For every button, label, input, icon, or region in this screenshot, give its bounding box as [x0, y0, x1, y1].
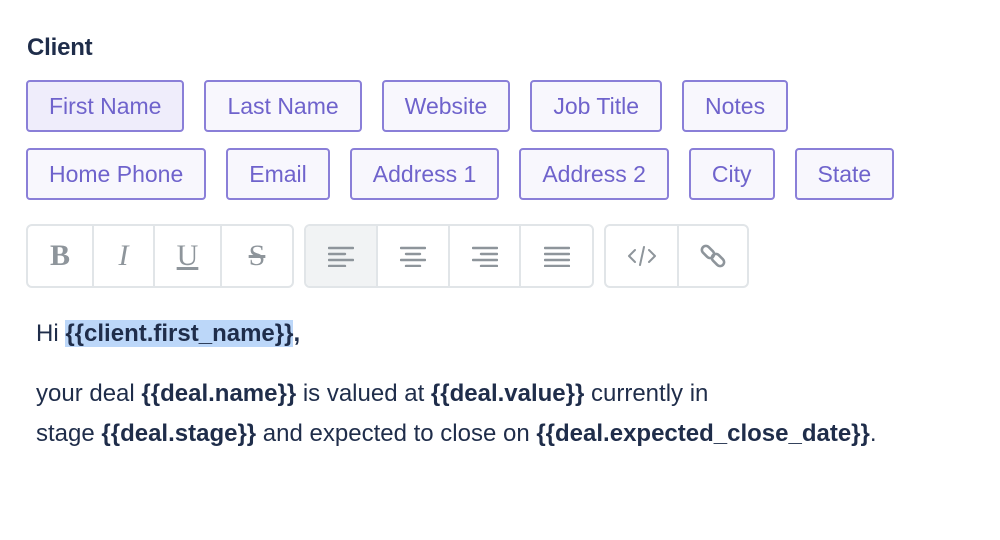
token-close-brace: }} [274, 320, 294, 347]
align-right-button[interactable] [450, 226, 521, 286]
field-chip-city[interactable]: City [688, 148, 775, 200]
field-chip-first-name[interactable]: First Name [26, 80, 185, 132]
field-chip-last-name[interactable]: Last Name [204, 80, 362, 132]
body-text: currently in [584, 380, 709, 407]
italic-icon: I [118, 239, 129, 272]
field-chip-email[interactable]: Email [226, 148, 330, 200]
greeting-text: Hi [36, 320, 66, 347]
alignment-group [304, 224, 594, 288]
field-chip-row-2: Home Phone Email Address 1 Address 2 Cit… [26, 148, 895, 200]
body-text: and expected to close on [256, 420, 537, 447]
italic-button[interactable]: I [94, 226, 155, 286]
link-button[interactable] [679, 226, 747, 286]
body-text: stage [36, 420, 102, 447]
section-title: Client [27, 34, 93, 61]
token-deal-name[interactable]: {{deal.name}} [141, 380, 297, 407]
field-chip-address-2[interactable]: Address 2 [519, 148, 669, 200]
token-name-text: client.first_name [84, 320, 275, 347]
code-button[interactable] [606, 226, 679, 286]
field-chip-home-phone[interactable]: Home Phone [26, 148, 207, 200]
token-deal-value[interactable]: {{deal.value}} [430, 380, 585, 407]
field-chip-address-1[interactable]: Address 1 [349, 148, 500, 200]
editor-line-greeting: Hi {{client.first_name}}, [36, 314, 877, 354]
code-icon [627, 246, 656, 266]
text-style-group: B I U S [26, 224, 294, 288]
body-text: is valued at [296, 380, 431, 407]
insert-group [604, 224, 749, 288]
field-chip-row-1: First Name Last Name Website Job Title N… [26, 80, 789, 132]
token-deal-expected-close-date[interactable]: {{deal.expected_close_date}} [536, 420, 870, 447]
body-text: . [869, 420, 877, 447]
bold-button[interactable]: B [28, 226, 94, 286]
underline-icon: U [176, 239, 199, 272]
selection-highlight: {{client.first_name}} [65, 320, 294, 347]
token-client-first-name[interactable]: {{client.first_name}} [65, 320, 294, 347]
strikethrough-button[interactable]: S [222, 226, 292, 286]
align-left-button[interactable] [306, 226, 378, 286]
underline-button[interactable]: U [155, 226, 222, 286]
editor-paragraph-deal: your deal {{deal.name}} is valued at {{d… [36, 374, 877, 454]
token-deal-stage[interactable]: {{deal.stage}} [101, 420, 257, 447]
formatting-toolbar: B I U S [26, 224, 749, 288]
token-open-brace: {{ [65, 320, 85, 347]
message-editor[interactable]: Hi {{client.first_name}}, your deal {{de… [36, 314, 877, 454]
field-chip-state[interactable]: State [794, 148, 895, 200]
align-center-button[interactable] [378, 226, 450, 286]
link-icon [700, 244, 726, 268]
field-chip-website[interactable]: Website [381, 80, 511, 132]
align-right-icon [471, 246, 498, 267]
align-justify-icon [543, 246, 570, 267]
strikethrough-icon: S [248, 239, 266, 272]
body-text: your deal [36, 380, 142, 407]
bold-icon: B [49, 239, 70, 272]
field-chip-job-title[interactable]: Job Title [530, 80, 662, 132]
align-center-icon [400, 246, 426, 267]
greeting-comma: , [293, 320, 301, 347]
justify-button[interactable] [521, 226, 592, 286]
align-left-icon [328, 246, 354, 267]
field-chip-notes[interactable]: Notes [682, 80, 789, 132]
